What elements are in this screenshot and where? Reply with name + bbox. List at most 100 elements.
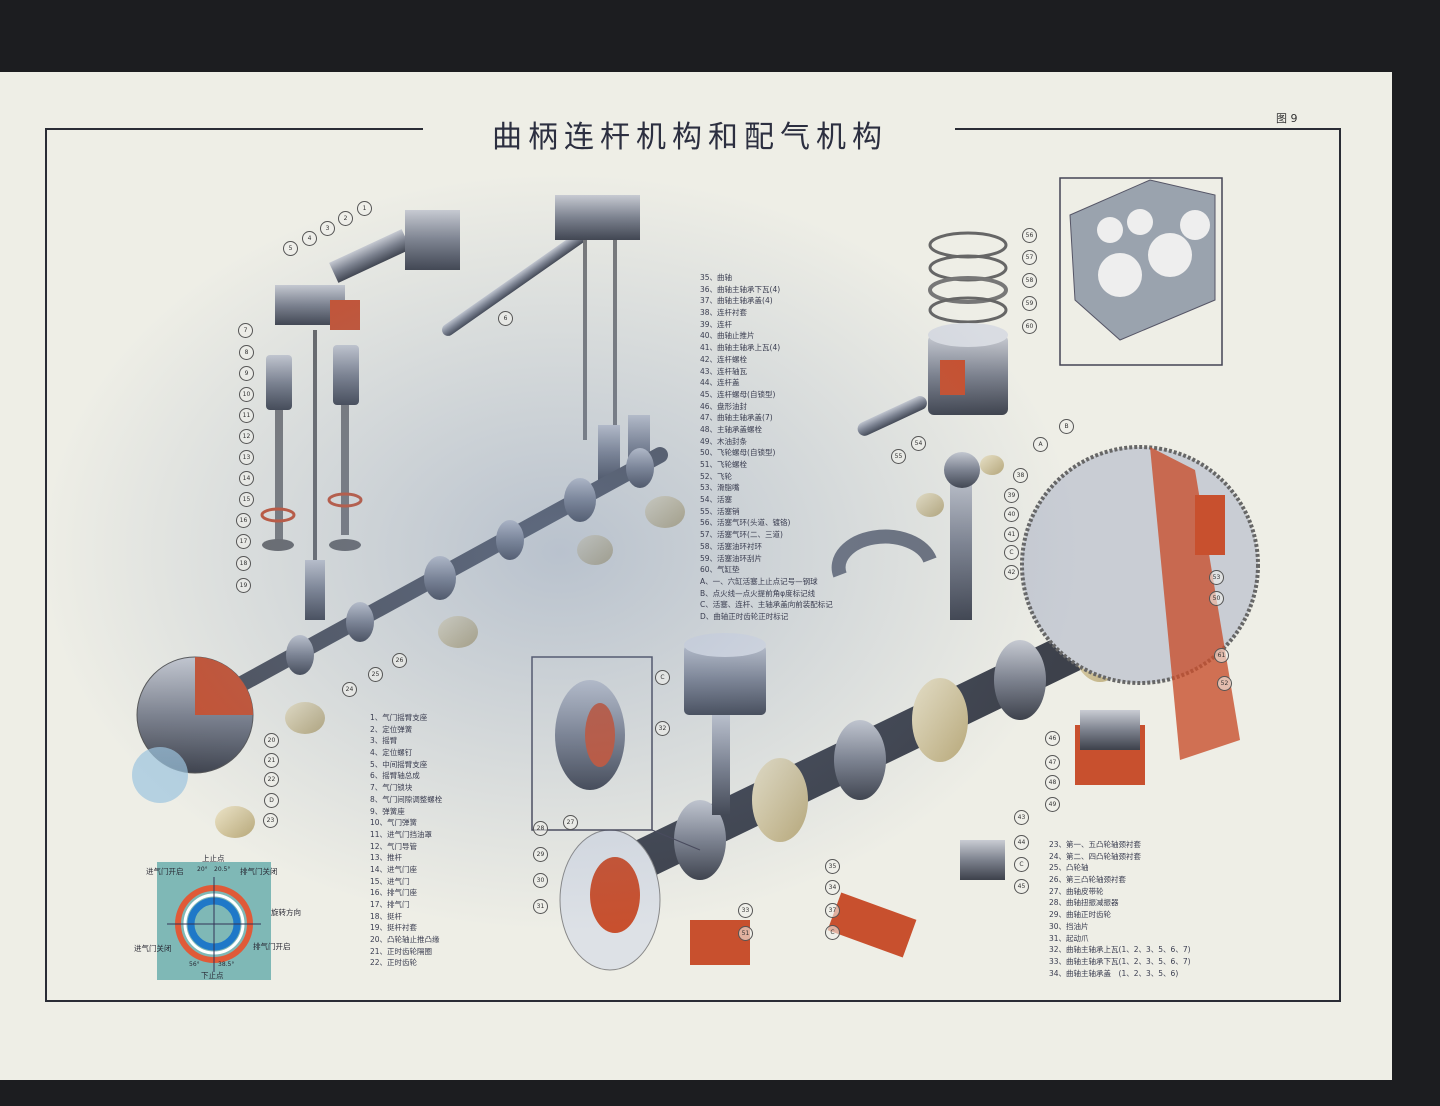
legend-item: 24、第二、四凸轮轴颈衬套	[1049, 851, 1142, 861]
part-callout: 40	[1004, 507, 1019, 522]
legend-item: 5、中间摇臂支座	[370, 759, 428, 769]
legend-item: 8、气门间隙调整螺栓	[370, 794, 443, 804]
part-callout: 52	[1217, 676, 1232, 691]
legend-item: 56、活塞气环(头道、镀铬)	[700, 518, 791, 528]
legend-item: 25、凸轮轴	[1049, 863, 1089, 873]
piston-center	[684, 633, 766, 815]
part-callout: C	[655, 670, 670, 685]
legend-item: 16、排气门座	[370, 888, 418, 898]
part-callout: 9	[239, 366, 254, 381]
legend-item: 12、气门导管	[370, 841, 418, 851]
valve-timing-circle	[167, 877, 261, 972]
bottom-dead-center-label: 下止点	[201, 971, 224, 980]
part-callout: 11	[239, 408, 254, 423]
part-callout: 60	[1022, 319, 1037, 334]
part-callout: 25	[368, 667, 383, 682]
legend-item: 15、进气门	[370, 876, 410, 886]
legend-item: 35、曲轴	[700, 273, 733, 282]
part-callout: 34	[825, 880, 840, 895]
part-callout: 53	[1209, 570, 1224, 585]
part-callout: 55	[891, 449, 906, 464]
legend-item: 59、活塞油环刮片	[700, 553, 763, 563]
camshaft	[177, 447, 668, 723]
part-callout: 37	[825, 903, 840, 918]
legend-item: 23、第一、五凸轮轴颈衬套	[1049, 840, 1142, 849]
part-callout: 58	[1022, 273, 1037, 288]
legend-item: 51、飞轮螺栓	[700, 460, 748, 469]
part-callout: 41	[1004, 527, 1019, 542]
part-callout: 51	[738, 926, 753, 941]
legend-item: 7、气门锁块	[370, 783, 413, 793]
diagram-frame	[45, 128, 1341, 1002]
legend-item: 3、摇臂	[370, 736, 398, 746]
legend-item: 38、连杆衬套	[700, 308, 748, 318]
figure-number: 图 9	[1276, 112, 1298, 125]
legend-item: 48、主轴承盖螺栓	[700, 424, 763, 434]
legend-item: B、点火线—点火提前角φ度标记线	[700, 588, 816, 598]
legend-item: 47、曲轴主轴承盖(7)	[700, 413, 773, 423]
top-dead-center-label: 上止点	[202, 854, 225, 863]
legend-item: 27、曲轴皮带轮	[1049, 886, 1104, 896]
legend-item: D、曲轴正时齿轮正时标记	[700, 611, 789, 621]
part-callout: 7	[238, 323, 253, 338]
crankshaft-pulley	[559, 829, 661, 971]
part-callout: 35	[825, 859, 840, 874]
legend-item: 34、曲轴主轴承盖 (1、2、3、5、6)	[1049, 968, 1179, 978]
legend-item: 21、正时齿轮隔圈	[370, 946, 433, 956]
legend-item: 17、排气门	[370, 900, 410, 909]
legend-item: 37、曲轴主轴承盖(4)	[700, 296, 773, 306]
main-bearing-caps	[690, 529, 1145, 965]
angle-exhaust-open: 38.5°	[218, 961, 235, 968]
legend-item: 28、曲轴扭振减振器	[1049, 898, 1119, 908]
part-callout: 8	[239, 345, 254, 360]
part-callout: 47	[1045, 755, 1060, 770]
legend-item: 43、连杆轴瓦	[700, 366, 748, 376]
legend-item: 11、进气门挡油罩	[370, 829, 433, 839]
part-callout: D	[264, 793, 279, 808]
rotation-direction-label: 旋转方向	[271, 908, 301, 917]
camshaft-bushings	[215, 496, 685, 838]
part-callout: 57	[1022, 250, 1037, 265]
angle-intake-close: 56°	[189, 961, 200, 968]
angle-exhaust-close: 20.5°	[214, 866, 231, 873]
flywheel	[1020, 445, 1260, 760]
part-callout: 48	[1045, 775, 1060, 790]
legend-item: 50、飞轮螺母(自锁型)	[700, 448, 776, 458]
legend-item: 4、定位螺钉	[370, 748, 413, 758]
part-callout: 5	[283, 241, 298, 256]
angle-intake-open: 20°	[197, 866, 208, 873]
part-callout: 3	[320, 221, 335, 236]
poster-title: 曲柄连杆机构和配气机构	[492, 120, 888, 155]
part-callout: A	[1033, 437, 1048, 452]
part-callout: 24	[342, 682, 357, 697]
damper-inset-box	[531, 656, 653, 831]
part-callout: 17	[236, 534, 251, 549]
timing-gear	[132, 656, 254, 803]
exhaust-close-label: 排气门关闭	[240, 867, 278, 876]
part-callout: 2	[338, 211, 353, 226]
part-callout: 45	[1014, 879, 1029, 894]
part-callout: 14	[239, 471, 254, 486]
part-callout: 43	[1014, 810, 1029, 825]
part-callout: 12	[239, 429, 254, 444]
legend-item: 60、气缸垫	[700, 565, 740, 575]
legend-item: 1、气门摇臂支座	[370, 713, 428, 722]
part-callout: C	[825, 925, 840, 940]
part-callout: 50	[1209, 591, 1224, 606]
legend-item: 53、滑脂嘴	[700, 483, 740, 493]
legend-item: 6、摇臂轴总成	[370, 771, 420, 781]
part-callout: 16	[236, 513, 251, 528]
legend-item: 14、进气门座	[370, 864, 418, 874]
rocker-arm-assembly	[275, 195, 640, 336]
legend-item: C、活塞、连杆、主轴承盖向前装配标记	[700, 600, 833, 610]
legend-item: 9、弹簧座	[370, 806, 405, 816]
legend-item: 49、木油封条	[700, 436, 748, 446]
part-callout: C	[1004, 545, 1019, 560]
part-callout: 26	[392, 653, 407, 668]
legend-item: 55、活塞销	[700, 506, 740, 516]
legend-item: 40、曲轴止推片	[700, 331, 755, 341]
legend-item: 19、挺杆衬套	[370, 923, 418, 933]
